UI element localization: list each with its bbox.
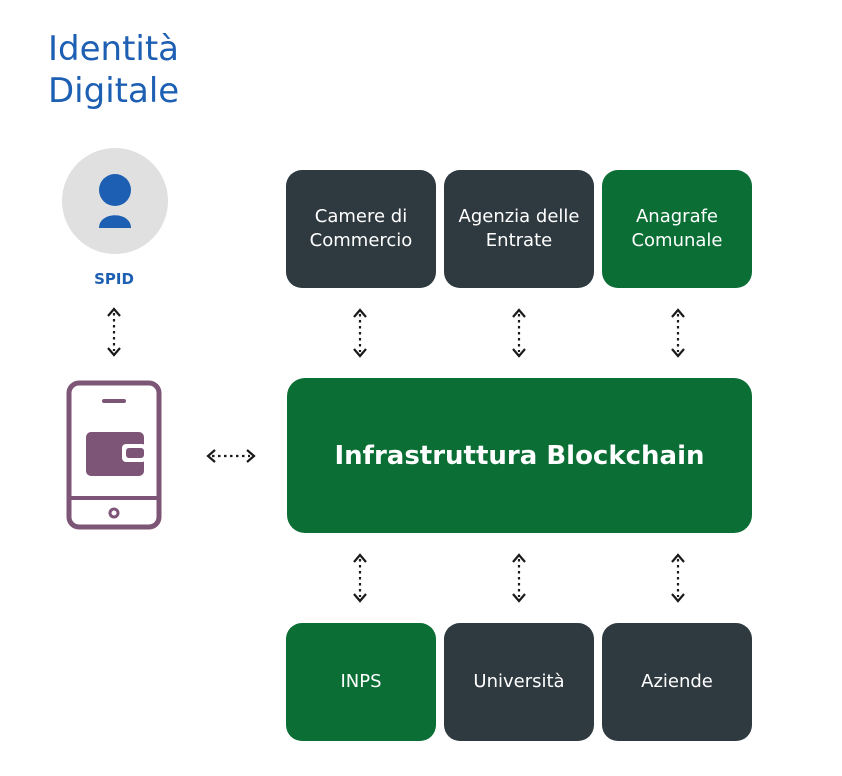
- node-camere-di-commercio: Camere di Commercio: [286, 170, 436, 288]
- arrow-agenzia-blockchain: [511, 308, 527, 358]
- node-label-line: Camere di: [314, 206, 408, 227]
- user-icon: [99, 174, 131, 228]
- spid-label: SPID: [94, 270, 134, 288]
- page-title: Identità Digitale: [48, 28, 308, 112]
- spid-avatar: [62, 148, 168, 254]
- arrow-blockchain-inps: [352, 553, 368, 603]
- node-label-line: Anagrafe: [635, 206, 719, 227]
- node-agenzia-delle-entrate: Agenzia delle Entrate: [444, 170, 594, 288]
- arrow-camere-blockchain: [352, 308, 368, 358]
- arrow-phone-blockchain: [206, 448, 256, 464]
- node-anagrafe-comunale: Anagrafe Comunale: [602, 170, 752, 288]
- arrow-spid-phone: [106, 307, 122, 357]
- node-aziende: Aziende: [602, 623, 752, 741]
- node-label: INPS: [340, 671, 382, 692]
- arrow-anagrafe-blockchain: [670, 308, 686, 358]
- title-line-2: Digitale: [48, 71, 180, 111]
- node-label: Aziende: [641, 671, 713, 692]
- node-label-line: Entrate: [485, 230, 553, 251]
- node-label: Università: [473, 671, 565, 692]
- title-line-1: Identità: [48, 29, 180, 69]
- node-label-line: Agenzia delle: [458, 206, 580, 227]
- arrow-blockchain-aziende: [670, 553, 686, 603]
- arrow-blockchain-universita: [511, 553, 527, 603]
- blockchain-infrastructure: Infrastruttura Blockchain: [287, 378, 752, 533]
- node-inps: INPS: [286, 623, 436, 741]
- node-universita: Università: [444, 623, 594, 741]
- smartphone-wallet-icon: [66, 380, 162, 530]
- node-label-line: Comunale: [631, 230, 723, 251]
- blockchain-label: Infrastruttura Blockchain: [334, 440, 705, 471]
- node-label-line: Commercio: [309, 230, 413, 251]
